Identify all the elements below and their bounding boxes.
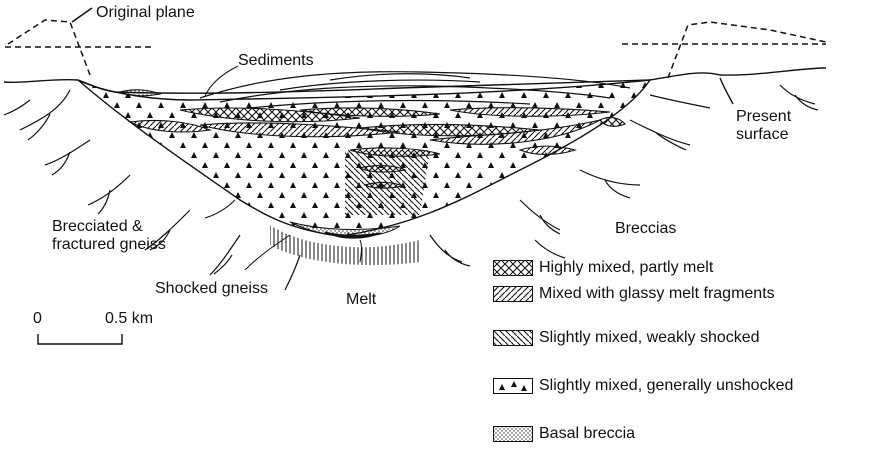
original-plane-label: Original plane [96,4,195,22]
sediments-label: Sediments [238,52,314,70]
present-surface-label: Present surface [736,108,791,144]
back-hatch-swatch-icon [493,330,533,346]
weakly-shocked-zone [345,150,430,215]
scale-line [30,310,130,355]
breccias-label: Breccias [615,220,676,238]
legend-label: Mixed with glassy melt fragments [539,285,775,303]
shocked-gneiss-label: Shocked gneiss [155,280,268,298]
dotted-swatch-icon [493,426,533,442]
legend-label: Slightly mixed, generally unshocked [539,377,793,395]
legend-label: Basal breccia [539,425,635,443]
melt-label: Melt [346,291,376,309]
legend-label: Highly mixed, partly melt [539,259,713,277]
triangle-swatch-icon [493,378,533,394]
forward-hatch-swatch-icon [493,286,533,302]
brecciated-gneiss-label: Brecciated & fractured gneiss [52,218,166,254]
legend-label: Slightly mixed, weakly shocked [539,329,760,347]
crosshatch-swatch-icon [493,260,533,276]
scale-bar: 0 0.5 km [30,310,130,355]
